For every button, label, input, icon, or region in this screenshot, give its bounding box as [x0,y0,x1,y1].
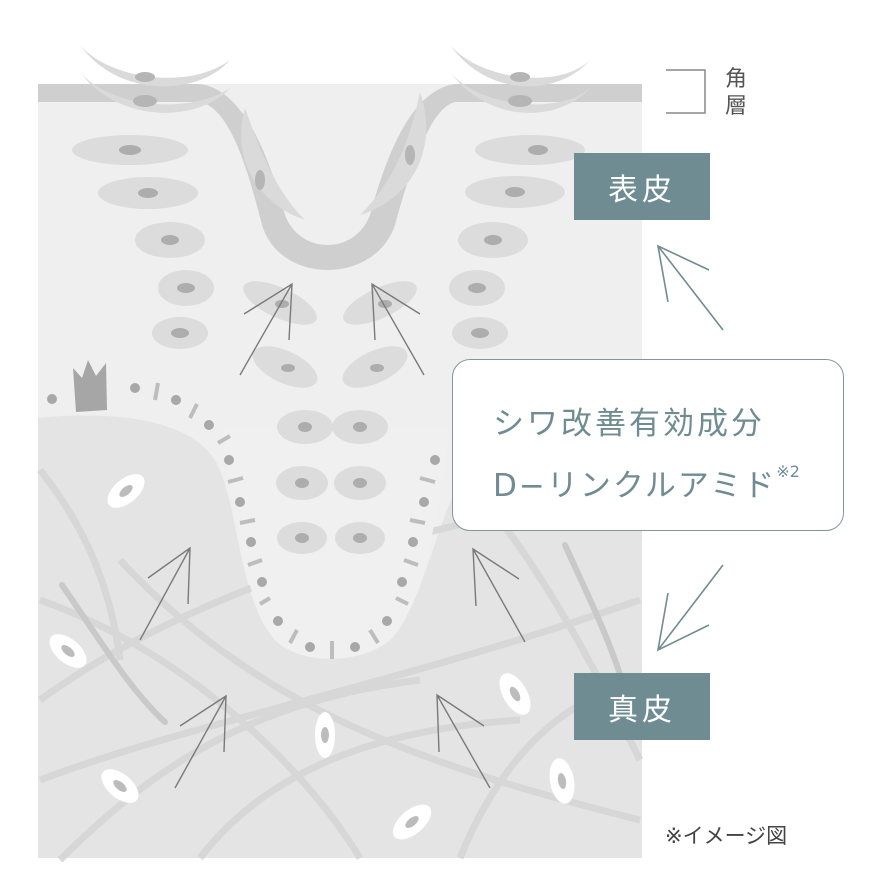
arrow-icon [239,282,293,376]
image-disclaimer: ※イメージ図 [665,824,788,848]
stratum-corneum-char: 角 [724,67,747,92]
stratum-corneum-char: 層 [724,94,747,119]
epidermal-cells [72,135,585,554]
ingredient-name: D−リンクルアミド [493,468,777,504]
stratum-corneum-bracket [666,69,706,114]
basement-membrane [47,382,440,659]
callout-title: シワ改善有効成分 [493,406,765,442]
arrow-icon [139,546,191,641]
stratum-corneum-label: 角 層 [723,66,749,120]
footnote-marker: ※2 [776,462,800,481]
dermis-label: 真皮 [574,673,710,740]
callout-ingredient: D−リンクルアミド※2 [493,460,800,505]
arrow-icon [174,694,227,789]
arrow-down-left-icon [656,564,724,652]
melanocyte-icon [73,360,107,412]
arrow-icon [472,547,526,643]
corneocyte-nuclei [133,72,532,190]
arrow-up-left-icon [656,244,724,331]
epidermis-label: 表皮 [574,153,710,220]
arrow-icon [436,693,491,789]
fibroblasts [49,474,575,840]
ingredient-callout: シワ改善有効成分 D−リンクルアミド※2 [452,359,844,531]
label-arrows [656,244,724,652]
penetration-arrows [139,282,526,789]
arrow-icon [371,282,425,376]
